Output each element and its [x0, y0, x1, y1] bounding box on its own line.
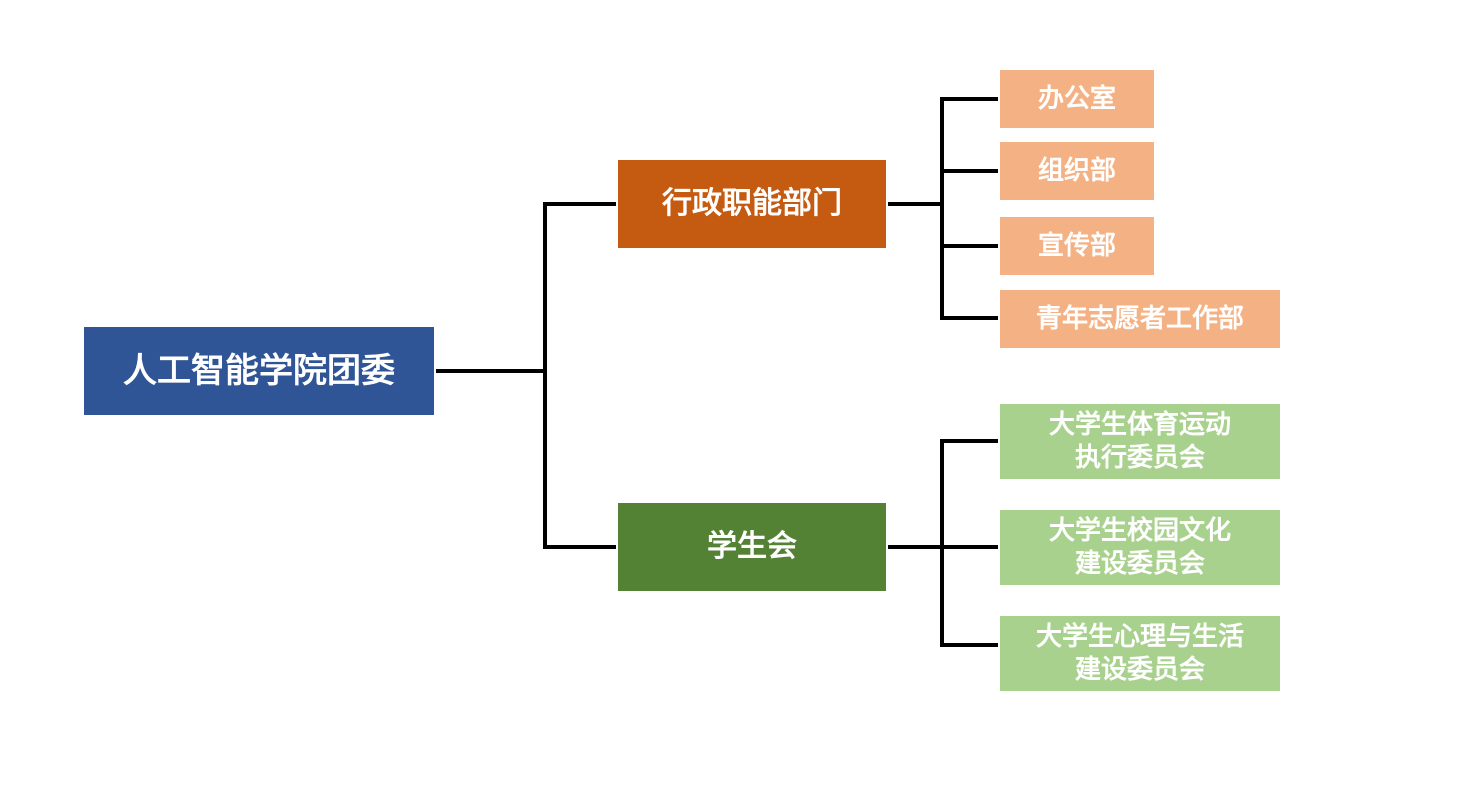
connector-branch-0-bus: [940, 97, 998, 320]
branch-node-student-union: 学生会: [618, 503, 886, 591]
leaf-node-psychology-committee: 大学生心理与生活 建设委员会: [1000, 616, 1280, 691]
leaf-node-office: 办公室: [1000, 70, 1154, 128]
leaf-node-volunteer: 青年志愿者工作部: [1000, 290, 1280, 348]
leaf-node-organization: 组织部: [1000, 142, 1154, 200]
connector-trunk: [543, 202, 616, 549]
leaf-node-culture-committee: 大学生校园文化 建设委员会: [1000, 510, 1280, 585]
leaf-node-publicity: 宣传部: [1000, 217, 1154, 275]
branch-node-admin: 行政职能部门: [618, 160, 886, 248]
connector-branch-1-bus: [940, 439, 998, 647]
root-node: 人工智能学院团委: [84, 327, 434, 415]
leaf-node-sports-committee: 大学生体育运动 执行委员会: [1000, 404, 1280, 479]
